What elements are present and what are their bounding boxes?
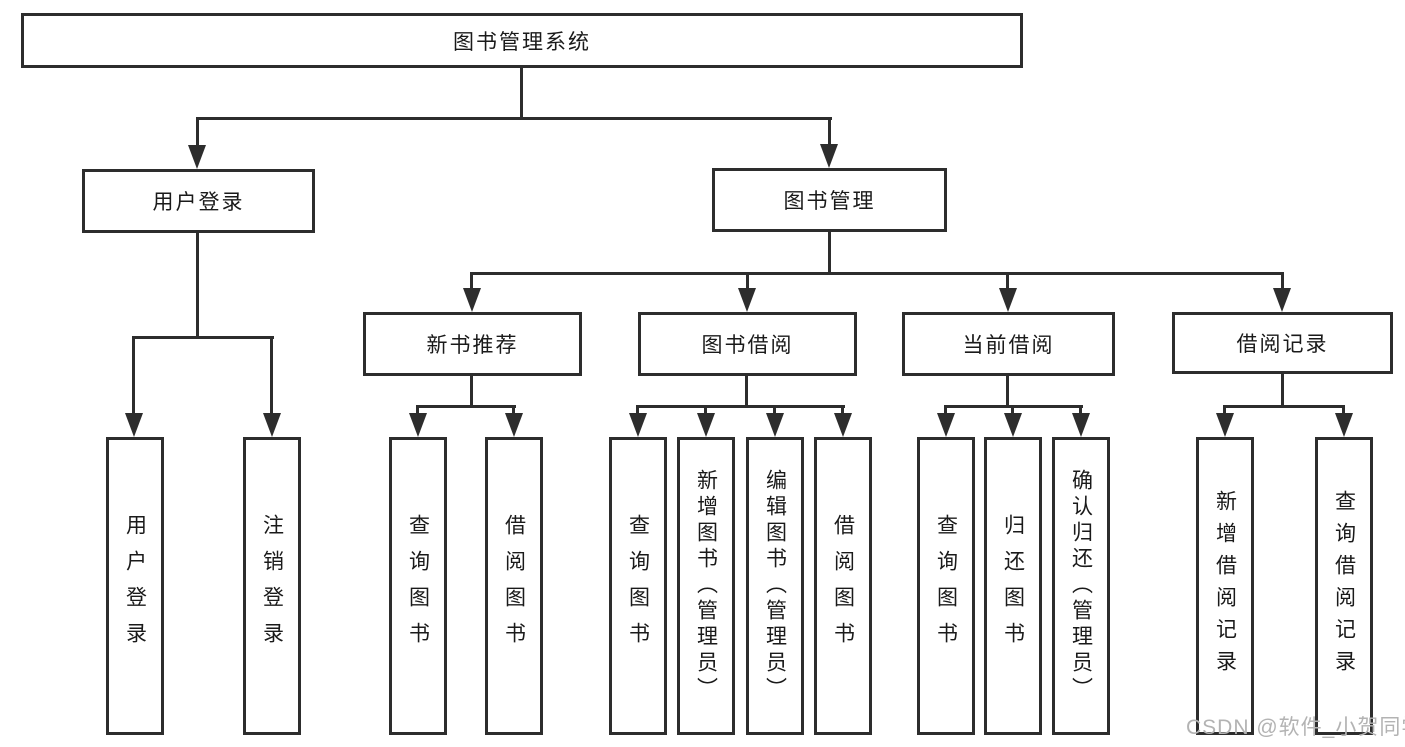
connector-line — [841, 405, 844, 417]
node-current-borrowing: 当前借阅 — [902, 312, 1115, 376]
node-label: 图书管理系统 — [453, 30, 591, 54]
leaf-logout: 注销登录 — [243, 437, 301, 735]
connector-line — [704, 405, 707, 417]
arrow-down-icon — [188, 145, 206, 169]
arrow-down-icon — [263, 413, 281, 437]
connector-line — [132, 336, 274, 339]
node-new-book-recommendation: 新书推荐 — [363, 312, 582, 376]
leaf-user-login: 用户登录 — [106, 437, 164, 735]
leaf-label: 归还图书 — [1001, 514, 1025, 658]
connector-line — [828, 230, 831, 275]
connector-line — [196, 231, 199, 339]
connector-line — [1281, 372, 1284, 408]
connector-line — [470, 272, 1283, 275]
arrow-down-icon — [697, 413, 715, 437]
connector-line — [470, 272, 473, 292]
connector-line — [196, 117, 832, 120]
arrow-down-icon — [629, 413, 647, 437]
connector-line — [828, 117, 831, 149]
leaf-query-books: 查询图书 — [389, 437, 447, 735]
connector-line — [1281, 272, 1284, 292]
arrow-down-icon — [738, 288, 756, 312]
connector-line — [944, 405, 947, 417]
connector-line — [132, 336, 135, 416]
leaf-label: 用户登录 — [123, 514, 147, 658]
leaf-label: 查询借阅记录 — [1332, 490, 1356, 682]
leaf-label: 编辑图书（管理员） — [763, 469, 787, 703]
connector-line — [512, 405, 515, 417]
leaf-query-books: 查询图书 — [609, 437, 667, 735]
connector-line — [1011, 405, 1014, 417]
leaf-borrow-books: 借阅图书 — [814, 437, 872, 735]
arrow-down-icon — [409, 413, 427, 437]
node-library-management-system: 图书管理系统 — [21, 13, 1023, 68]
arrow-down-icon — [1273, 288, 1291, 312]
connector-line — [636, 405, 845, 408]
arrow-down-icon — [766, 413, 784, 437]
node-book-management: 图书管理 — [712, 168, 947, 232]
arrow-down-icon — [463, 288, 481, 312]
leaf-add-borrowing-record: 新增借阅记录 — [1196, 437, 1254, 735]
leaf-label: 查询图书 — [406, 514, 430, 658]
leaf-query-books: 查询图书 — [917, 437, 975, 735]
connector-line — [746, 272, 749, 292]
node-borrowing-records: 借阅记录 — [1172, 312, 1393, 374]
node-user-login: 用户登录 — [82, 169, 315, 233]
leaf-label: 确认归还（管理员） — [1069, 469, 1093, 703]
connector-line — [196, 117, 199, 149]
leaf-label: 借阅图书 — [502, 514, 526, 658]
leaf-borrow-books: 借阅图书 — [485, 437, 543, 735]
leaf-query-borrowing-record: 查询借阅记录 — [1315, 437, 1373, 735]
connector-line — [1079, 405, 1082, 417]
connector-line — [270, 336, 273, 416]
leaf-label: 注销登录 — [260, 514, 284, 658]
connector-line — [416, 405, 516, 408]
leaf-label: 查询图书 — [934, 514, 958, 658]
node-label: 新书推荐 — [426, 334, 519, 357]
leaf-label: 查询图书 — [626, 514, 650, 658]
connector-line — [745, 374, 748, 408]
arrow-down-icon — [937, 413, 955, 437]
connector-line — [773, 405, 776, 417]
leaf-label: 新增图书（管理员） — [694, 469, 718, 703]
arrow-down-icon — [1004, 413, 1022, 437]
connector-line — [1342, 405, 1345, 417]
leaf-confirm-return-admin: 确认归还（管理员） — [1052, 437, 1110, 735]
arrow-down-icon — [505, 413, 523, 437]
arrow-down-icon — [834, 413, 852, 437]
arrow-down-icon — [1216, 413, 1234, 437]
leaf-edit-books-admin: 编辑图书（管理员） — [746, 437, 804, 735]
arrow-down-icon — [125, 413, 143, 437]
node-label: 用户登录 — [152, 191, 245, 214]
leaf-return-books: 归还图书 — [984, 437, 1042, 735]
connector-line — [1223, 405, 1226, 417]
node-label: 图书借阅 — [701, 334, 794, 357]
connector-line — [416, 405, 419, 417]
connector-line — [1223, 405, 1345, 408]
node-label: 当前借阅 — [962, 334, 1055, 357]
connector-line — [1006, 374, 1009, 408]
arrow-down-icon — [999, 288, 1017, 312]
leaf-label: 借阅图书 — [831, 514, 855, 658]
connector-line — [520, 66, 523, 120]
connector-line — [636, 405, 639, 417]
arrow-down-icon — [1072, 413, 1090, 437]
node-label: 图书管理 — [783, 190, 876, 213]
leaf-add-books-admin: 新增图书（管理员） — [677, 437, 735, 735]
node-book-borrowing: 图书借阅 — [638, 312, 857, 376]
connector-line — [1006, 272, 1009, 292]
arrow-down-icon — [820, 144, 838, 168]
csdn-watermark: CSDN @软件_小贺同学 — [1186, 716, 1405, 739]
arrow-down-icon — [1335, 413, 1353, 437]
node-label: 借阅记录 — [1236, 333, 1329, 356]
leaf-label: 新增借阅记录 — [1213, 490, 1237, 682]
connector-line — [470, 374, 473, 408]
